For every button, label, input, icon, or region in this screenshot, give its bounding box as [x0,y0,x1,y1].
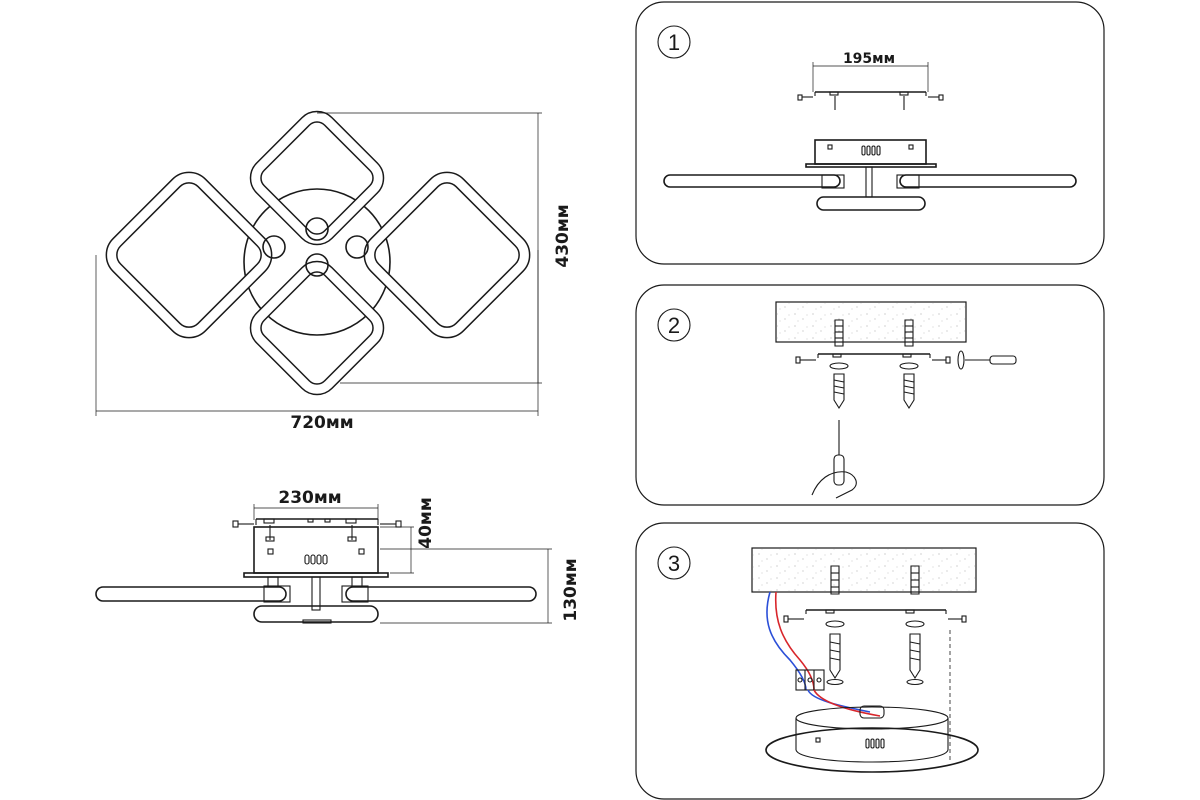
step-3-panel: 3 [635,522,1105,800]
step-2-panel: 2 [635,284,1105,506]
bracket-width-label: 195мм [843,51,895,67]
step-2-number: 2 [668,313,680,338]
step-3-number: 3 [668,551,680,576]
total-height-label: 130мм [561,558,581,621]
side-view-drawing [95,518,537,624]
height-dimension-label: 430мм [553,204,573,267]
step-1-panel: 1 195мм [635,1,1105,265]
top-view-drawing [105,110,531,396]
width-dimension-label: 720мм [290,413,353,433]
top-view-dimensions: 720мм 430мм [95,112,573,433]
base-width-label: 230мм [278,488,341,508]
side-view-dimensions: 230мм 40мм 130мм [253,488,581,624]
step-1-number: 1 [668,30,680,55]
base-height-label: 40мм [416,497,436,548]
